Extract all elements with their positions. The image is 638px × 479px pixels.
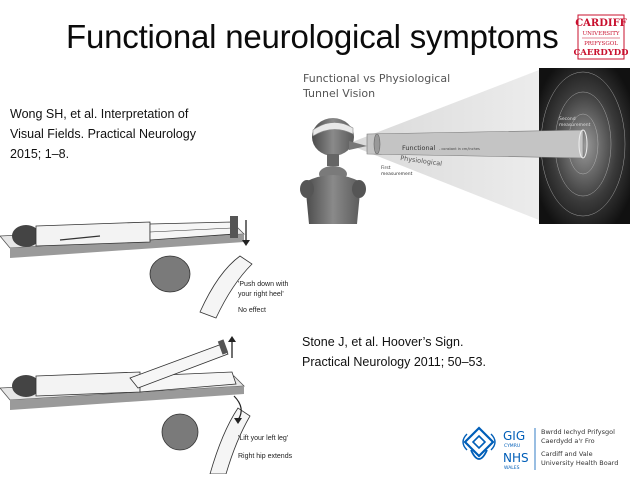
label-functional: Functional xyxy=(402,144,436,152)
citation-wong: Wong SH, et al. Interpretation of Visual… xyxy=(10,104,250,164)
examiner-hand-top xyxy=(149,255,253,319)
nhs-welsh-1: Bwrdd Iechyd Prifysgol xyxy=(541,428,615,436)
label-hip-extends: Right hip extends xyxy=(238,453,293,460)
citation-stone-line2: Practical Neurology 2011; 50–53. xyxy=(302,355,486,369)
hoover-sign-figure: 'Push down with your right heel' No effe… xyxy=(0,216,293,474)
patient-top xyxy=(12,216,238,247)
cardiff-university-logo: CARDIFF UNIVERSITY PRIFYSGOL CAERDYDD xyxy=(574,12,628,62)
celtic-knot-icon xyxy=(462,426,496,460)
slide-title: Functional neurological symptoms xyxy=(66,18,559,55)
cardiff-logo-text-1: CARDIFF xyxy=(575,18,627,29)
label-second-2: measurement xyxy=(559,122,591,128)
nhs-nhs: NHS xyxy=(503,451,529,465)
nhs-english-1: Cardiff and Vale xyxy=(541,450,593,458)
citation-wong-line1: Wong SH, et al. Interpretation of xyxy=(10,107,189,121)
tunnel-title-1: Functional vs Physiological xyxy=(303,72,450,85)
nhs-cymru: CYMRU xyxy=(504,443,520,449)
citation-wong-line2: Visual Fields. Practical Neurology xyxy=(10,127,196,141)
label-push-down-1: 'Push down with xyxy=(238,281,288,288)
tunnel-title-2: Tunnel Vision xyxy=(302,87,375,100)
citation-stone: Stone J, et al. Hoover’s Sign. Practical… xyxy=(302,332,542,372)
label-push-down-2: your right heel' xyxy=(238,291,284,298)
label-first: First xyxy=(381,165,391,171)
label-first-2: measurement xyxy=(381,171,413,177)
mannequin-figure xyxy=(300,118,367,224)
nhs-welsh-2: Caerdydd a'r Fro xyxy=(541,437,595,445)
nhs-wales-logo: GIG CYMRU NHS WALES Bwrdd Iechyd Prifysg… xyxy=(459,422,631,476)
nhs-english-2: University Health Board xyxy=(541,459,618,467)
nhs-wales: WALES xyxy=(504,465,520,471)
citation-wong-line3: 2015; 1–8. xyxy=(10,147,70,161)
cardiff-logo-text-3: PRIFYSGOL xyxy=(584,41,618,47)
label-second: Second xyxy=(559,116,576,122)
nhs-gig: GIG xyxy=(503,429,525,443)
tunnel-vision-figure: Functional vs Physiological Tunnel Visio… xyxy=(287,64,630,224)
cardiff-logo-text-4: CAERDYDD xyxy=(574,48,628,58)
patient-bottom xyxy=(12,339,237,397)
label-no-effect: No effect xyxy=(238,307,266,314)
citation-stone-line1: Stone J, et al. Hoover’s Sign. xyxy=(302,335,464,349)
label-lift-leg: 'Lift your left leg' xyxy=(238,435,288,442)
examiner-hand-bottom xyxy=(161,407,251,474)
label-functional-note: - constant in cm/inches xyxy=(439,147,480,151)
functional-tube xyxy=(366,129,584,159)
cardiff-logo-text-2: UNIVERSITY xyxy=(583,31,620,37)
